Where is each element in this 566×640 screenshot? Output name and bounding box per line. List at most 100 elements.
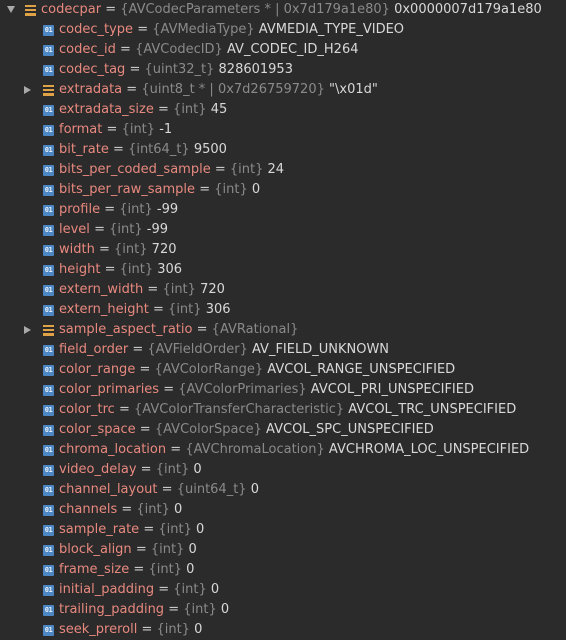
variable-type: {int}	[168, 302, 202, 317]
variable-name: initial_padding	[59, 582, 155, 597]
equals-sign: =	[137, 22, 149, 37]
field-icon: 01	[43, 205, 54, 216]
variable-type: {int}	[148, 562, 182, 577]
variable-type: {int}	[114, 242, 148, 257]
equals-sign: =	[196, 322, 208, 337]
variable-value: 0	[220, 602, 230, 617]
equals-sign: =	[141, 622, 153, 637]
equals-sign: =	[105, 2, 117, 17]
variable-type: {int}	[173, 102, 207, 117]
variable-name: sample_aspect_ratio	[59, 322, 193, 337]
variable-name: channels	[59, 502, 118, 517]
field-icon: 01	[43, 445, 54, 456]
equals-sign: =	[129, 62, 141, 77]
tree-node-sample-aspect-ratio[interactable]: sample_aspect_ratio = {AVRational}	[0, 320, 566, 340]
field-icon: 01	[43, 305, 54, 316]
equals-sign: =	[143, 522, 155, 537]
variable-name: trailing_padding	[59, 602, 165, 617]
variable-value: -99	[156, 202, 179, 217]
tree-node-codecpar[interactable]: codecpar = {AVCodecParameters * | 0x7d17…	[0, 0, 566, 20]
field-icon: 01	[43, 145, 54, 156]
variable-name: height	[59, 262, 101, 277]
variable-type: {int}	[121, 122, 156, 137]
tree-node-extradata[interactable]: extradata = {uint8_t * | 0x7d26759720} "…	[0, 80, 566, 100]
variable-type: {int}	[158, 522, 192, 537]
expand-arrow-right-icon[interactable]	[24, 326, 31, 334]
field-icon: 01	[43, 365, 54, 376]
variable-value: 828601953	[218, 62, 293, 77]
variable-type: {int}	[183, 602, 217, 617]
variable-value: 0	[188, 542, 197, 557]
equals-sign: =	[120, 42, 131, 57]
variable-value: 0	[174, 502, 183, 517]
variable-name: seek_preroll	[59, 622, 138, 637]
variable-type: {AVCodecID}	[135, 42, 223, 57]
variable-type: {uint32_t}	[144, 62, 215, 77]
variable-value: 45	[210, 102, 228, 117]
equals-sign: =	[94, 222, 105, 237]
variable-name: level	[59, 222, 90, 237]
equals-sign: =	[104, 202, 116, 217]
field-icon: 01	[43, 465, 54, 476]
field-icon: 01	[43, 405, 54, 416]
field-icon: 01	[43, 105, 54, 116]
variable-value: 9500	[193, 142, 227, 157]
variable-name: chroma_location	[59, 442, 167, 457]
variable-name: extradata	[59, 82, 123, 97]
field-icon: 01	[43, 45, 54, 56]
variable-type: {int}	[136, 502, 170, 517]
equals-sign: =	[214, 162, 226, 177]
field-icon: 01	[43, 425, 54, 436]
expand-arrow-down-icon[interactable]	[7, 6, 15, 13]
variable-value: -99	[146, 222, 168, 237]
expand-arrow-right-icon[interactable]	[24, 86, 31, 94]
field-icon: 01	[43, 505, 54, 516]
field-icon: 01	[43, 345, 54, 356]
variable-value: AVCOL_TRC_UNSPECIFIED	[348, 402, 517, 417]
variable-value: 306	[205, 302, 231, 317]
variable-value: 0	[193, 462, 202, 477]
variable-type: {AVChromaLocation}	[185, 442, 325, 457]
variable-value: AVCOL_PRI_UNSPECIFIED	[310, 382, 474, 397]
variable-name: block_align	[59, 542, 132, 557]
variable-type: {int}	[155, 462, 190, 477]
variable-type: {AVMediaType}	[152, 22, 255, 37]
variable-value: 720	[151, 242, 177, 257]
variable-type: {AVColorTransferCharacteristic}	[134, 402, 345, 417]
field-icon: 01	[43, 25, 54, 36]
variable-name: codecpar	[41, 2, 102, 17]
variable-type: {int}	[109, 222, 143, 237]
variable-type: {int}	[162, 282, 196, 297]
variable-type: {int}	[150, 542, 185, 557]
